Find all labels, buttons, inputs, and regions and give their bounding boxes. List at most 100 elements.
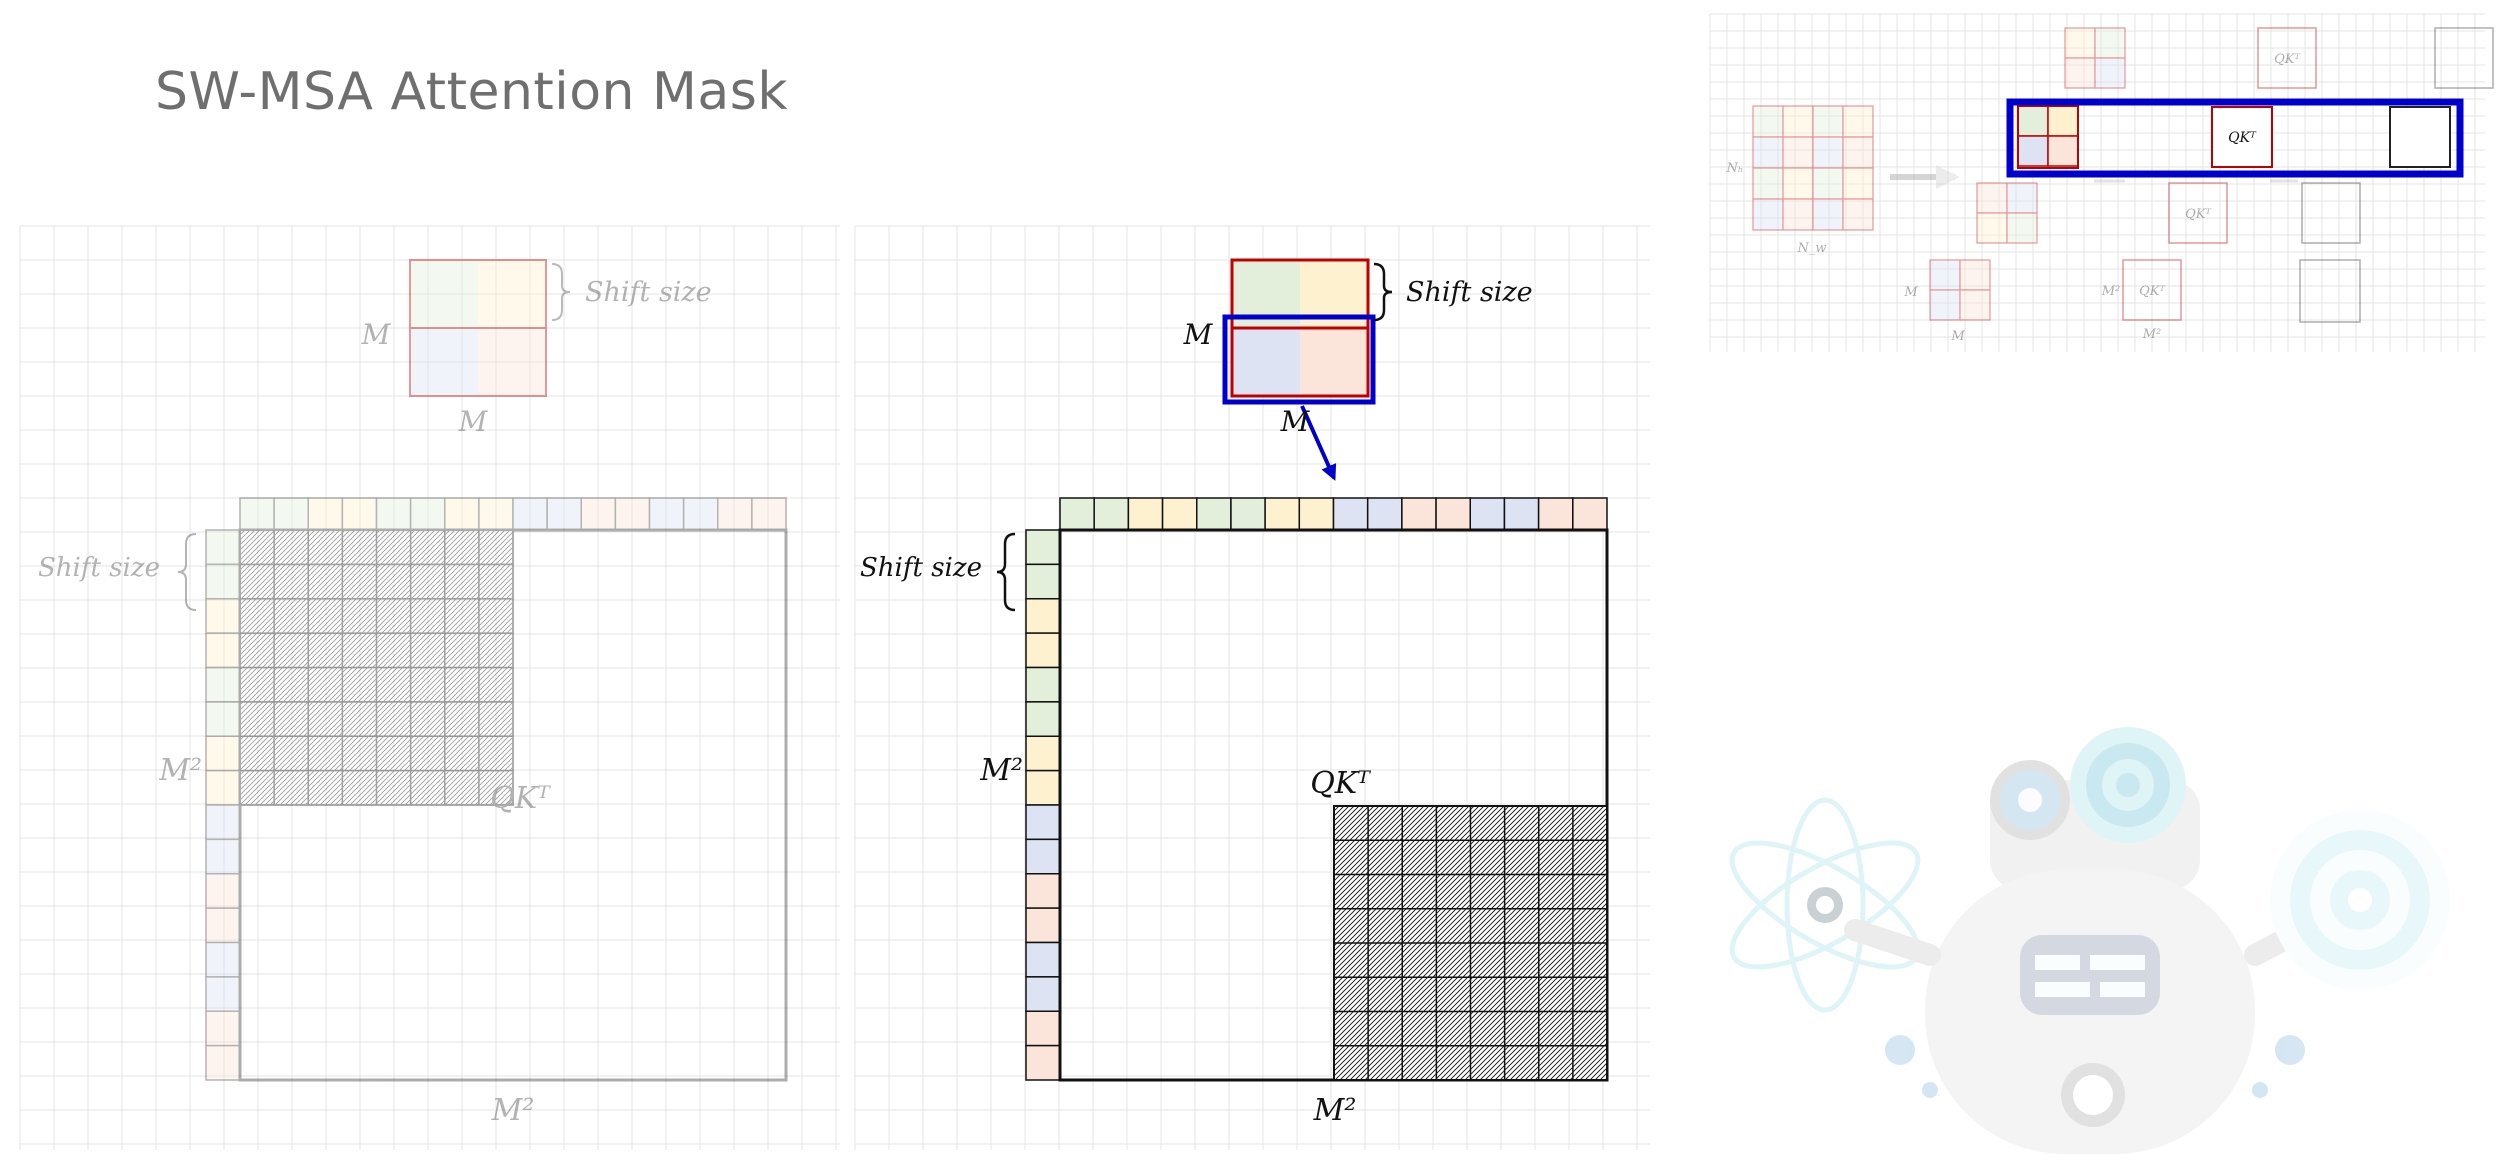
left-matrix-shift-size-label: Shift size [38, 553, 160, 583]
left-block-m-bottom-label: M [458, 405, 489, 438]
token-cell [1025, 873, 1061, 909]
right-matrix-m2-bottom-label: M² [1313, 1093, 1357, 1128]
token-cell [205, 598, 241, 634]
token-cell [205, 907, 241, 944]
right-block-m-label: M [1183, 318, 1214, 351]
thumbnail-window-cell [1929, 259, 1961, 291]
token-cell [1025, 666, 1061, 703]
token-cell [1025, 735, 1061, 772]
token-cell [205, 804, 241, 841]
thumbnail-highlight-box [2006, 98, 2464, 178]
right-masked-block [1333, 805, 1608, 1081]
token-cell [1025, 907, 1061, 944]
thumbnail-window-cell [2047, 135, 2079, 167]
thumbnail-window-cell [2064, 57, 2096, 89]
token-cell [375, 497, 412, 531]
token-cell [205, 838, 241, 875]
highlighted-window-row [1222, 314, 1376, 405]
token-cell [205, 1010, 241, 1047]
token-cell [205, 563, 241, 600]
right-side-token-strip [1025, 529, 1061, 1081]
left-window-block [409, 259, 547, 397]
token-cell [341, 497, 378, 531]
thumbnail-window-cell [1976, 212, 2008, 244]
overview-thumbnail: Nₕ N_w QKᵀ QKᵀ M M QKᵀ [1726, 27, 2494, 344]
token-cell [205, 632, 241, 669]
token-cell [1093, 497, 1130, 531]
thumbnail-m2-side: M² [2101, 284, 2121, 299]
thumbnail-cell [1812, 136, 1844, 169]
thumbnail-nh-label: Nₕ [1726, 161, 1744, 176]
thumbnail-window-cell [2006, 182, 2038, 214]
thumbnail-window-cell [2017, 105, 2049, 137]
thumbnail-window-cell [1976, 182, 2008, 214]
token-cell [1025, 804, 1061, 841]
token-cell [205, 1044, 241, 1081]
thumbnail-cell [1752, 198, 1784, 231]
token-cell [1025, 563, 1061, 600]
thumbnail-cell [1812, 167, 1844, 200]
thumbnail-qkt-4: QKᵀ [2139, 284, 2165, 299]
thumbnail-highlighted-row: QKᵀ [2006, 98, 2464, 178]
thumbnail-nw-label: N_w [1796, 241, 1826, 256]
thumbnail-window-cell [2006, 212, 2038, 244]
left-matrix-brace [177, 533, 197, 611]
left-block-m-label: M [361, 318, 392, 351]
thumbnail-row-3: QKᵀ [1976, 179, 2361, 244]
thumbnail-window-cell [1959, 259, 1991, 291]
right-panel: Shift size M M Shift size M² QKᵀ M² [860, 258, 1609, 1128]
token-cell [444, 497, 480, 531]
thumbnail-cell [1842, 136, 1874, 169]
thumbnail-cell [1812, 105, 1844, 138]
token-cell [1503, 497, 1540, 531]
token-cell [1572, 497, 1608, 531]
thumbnail-window-cell [2094, 57, 2126, 89]
thumbnail-cell [1782, 198, 1814, 231]
token-cell [1332, 497, 1369, 531]
token-cell [307, 497, 344, 531]
token-cell [273, 497, 309, 531]
thumbnail-cell [1842, 105, 1874, 138]
highlight-arrow [1300, 405, 1337, 481]
thumbnail-cell [1782, 167, 1814, 200]
token-cell [205, 769, 241, 806]
token-cell [1025, 598, 1061, 634]
thumbnail-m-bottom: M [1950, 329, 1965, 344]
left-matrix-m2-bottom-label: M² [491, 1093, 535, 1128]
thumbnail-qkt-2: QKᵀ [2228, 130, 2257, 146]
token-cell [1025, 941, 1061, 978]
right-matrix-qkt-label: QKᵀ [1310, 766, 1371, 801]
thumbnail-cell [1812, 198, 1844, 231]
token-cell [648, 497, 685, 531]
token-cell [546, 497, 582, 531]
thumbnail-cell [1752, 105, 1784, 138]
token-cell [1025, 976, 1061, 1012]
token-cell [751, 497, 787, 531]
left-side-token-strip [205, 529, 241, 1081]
token-cell [1025, 769, 1061, 806]
token-cell [205, 735, 241, 772]
token-cell [1469, 497, 1506, 531]
thumbnail-faded-content: Nₕ N_w QKᵀ QKᵀ M M QKᵀ [1726, 27, 2494, 344]
thumbnail-feature-map [1752, 105, 1874, 231]
right-block-brace [1373, 262, 1393, 322]
thumbnail-window-cell [1929, 289, 1961, 321]
token-cell [205, 873, 241, 909]
left-block-shift-size-label: Shift size [585, 277, 712, 308]
thumbnail-qkt-1: QKᵀ [2274, 52, 2300, 67]
token-cell [478, 497, 514, 531]
right-top-token-strip [1059, 497, 1608, 531]
right-block-shift-size-label: Shift size [1406, 277, 1533, 308]
thumbnail-window-cell [2064, 27, 2096, 59]
thumbnail-cell [1782, 136, 1814, 169]
right-matrix-brace [996, 532, 1016, 612]
right-block-m-bottom-label: M [1280, 405, 1311, 438]
thumbnail-window-cell [1959, 289, 1991, 321]
thumbnail-qkt-3: QKᵀ [2185, 207, 2211, 222]
right-window-block [1230, 258, 1370, 398]
thumbnail-row-1: QKᵀ [2064, 27, 2494, 89]
thumbnail-window-cell [2047, 105, 2079, 137]
thumbnail-window-cell [2017, 135, 2049, 167]
token-cell [1264, 497, 1301, 531]
